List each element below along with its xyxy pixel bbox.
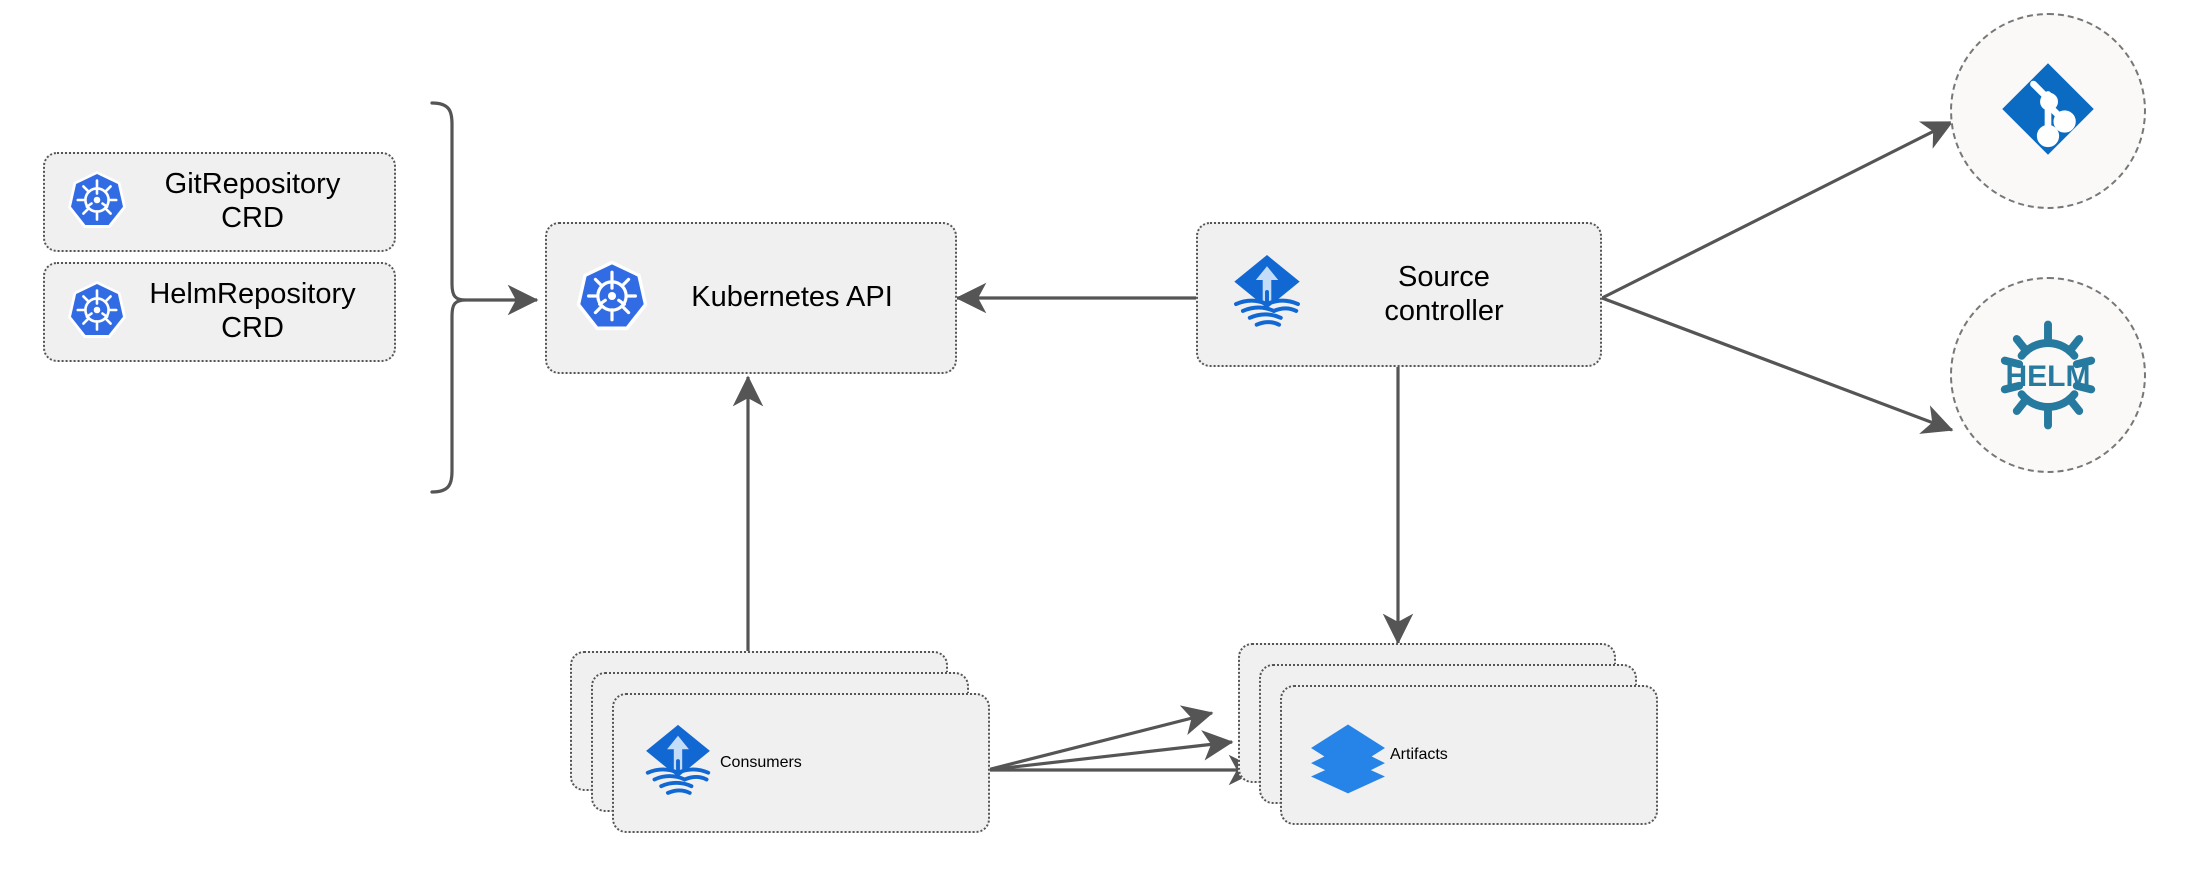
node-label: Kubernetes API: [691, 281, 893, 314]
node-kubernetes-api[interactable]: Kubernetes API: [545, 222, 957, 374]
consumers-card-front[interactable]: Consumers: [612, 693, 990, 833]
node-label: Artifacts: [1390, 746, 1448, 763]
edge-source-controller-to-git-source: [1601, 120, 1954, 300]
git-icon: [1996, 57, 2100, 166]
edge-source-controller-to-helm-source: [1601, 296, 1954, 434]
node-helm-source[interactable]: HELM: [1950, 277, 2146, 473]
edge-consumers-to-artifacts-2: [986, 730, 1234, 772]
node-git-repository-crd[interactable]: GitRepository CRD: [43, 152, 396, 252]
helm-icon: HELM: [1988, 315, 2108, 435]
node-consumers[interactable]: Consumers: [570, 651, 990, 856]
kubernetes-icon: [573, 257, 651, 340]
layers-icon: [1306, 711, 1390, 800]
edge-consumers-to-artifacts-1: [986, 705, 1214, 772]
helm-wordmark: HELM: [2006, 360, 2091, 393]
flux-icon: [636, 719, 720, 808]
kubernetes-icon: [65, 278, 129, 347]
node-source-controller[interactable]: Source controller: [1196, 222, 1602, 367]
kubernetes-icon: [65, 168, 129, 237]
node-helm-repository-crd[interactable]: HelmRepository CRD: [43, 262, 396, 362]
artifacts-card-front[interactable]: Artifacts: [1280, 685, 1658, 825]
flux-icon: [1224, 249, 1310, 340]
node-label: Source controller: [1384, 260, 1504, 327]
node-artifacts[interactable]: Artifacts: [1238, 643, 1658, 848]
node-label: Consumers: [720, 754, 802, 771]
crd-group-brace: [430, 101, 467, 494]
node-label: HelmRepository CRD: [149, 278, 356, 344]
node-label: GitRepository CRD: [164, 168, 341, 234]
node-git-source[interactable]: [1950, 13, 2146, 209]
